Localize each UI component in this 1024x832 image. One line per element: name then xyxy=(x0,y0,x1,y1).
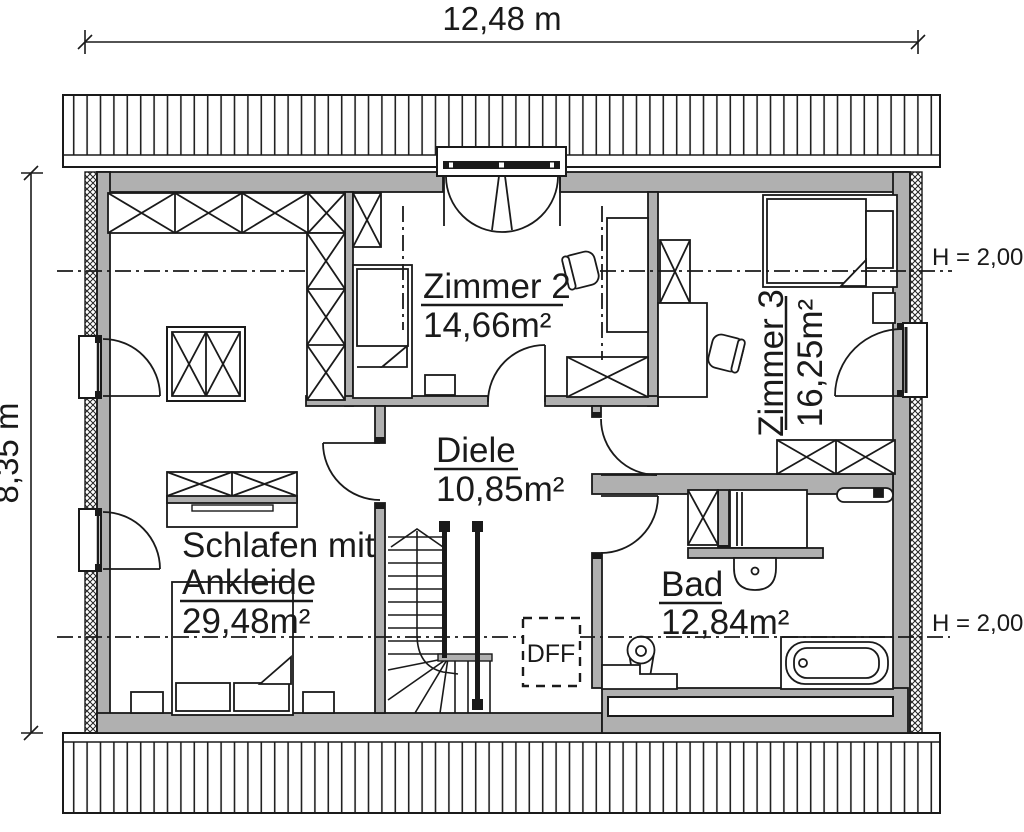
label-zimmer3: Zimmer 3 xyxy=(752,289,791,437)
label-bad: Bad xyxy=(661,565,723,604)
dimension-height-label: 8,35 m xyxy=(0,403,25,504)
dff-label: DFF xyxy=(527,640,576,668)
stairs xyxy=(387,521,493,714)
nightstand xyxy=(302,691,335,714)
wall-schlafen-zimmer2 xyxy=(344,191,354,407)
dimension-left xyxy=(21,165,43,741)
window-strip-south xyxy=(607,696,894,717)
furniture-zimmer3 xyxy=(657,194,898,475)
area-bad: 12,84m² xyxy=(661,603,789,642)
area-diele: 10,85m² xyxy=(436,470,564,509)
window-left-lower xyxy=(78,508,161,572)
bed-zimmer2 xyxy=(352,264,413,399)
height-contour-lines xyxy=(57,206,952,638)
nightstand xyxy=(424,374,456,396)
wall-top-east xyxy=(559,171,909,193)
door-zimmer2 xyxy=(487,344,546,403)
label-zimmer2: Zimmer 2 xyxy=(423,267,571,306)
half-wall xyxy=(687,547,824,559)
window-left-upper xyxy=(78,335,161,399)
wardrobe-row xyxy=(107,192,346,234)
label-schlafen-2: Ankleide xyxy=(182,563,316,602)
wall-bad-west xyxy=(591,552,603,689)
wall-zimmer2-zimmer3 xyxy=(647,191,659,407)
dormer-window xyxy=(436,146,567,233)
dimension-width-label: 12,48 m xyxy=(442,0,561,37)
area-zimmer2: 14,66m² xyxy=(423,306,551,345)
furniture-bad xyxy=(601,487,894,690)
platform xyxy=(601,664,678,690)
door-bad xyxy=(600,495,659,554)
radiator xyxy=(836,487,894,503)
wall-left-hatch xyxy=(84,171,98,734)
window-right xyxy=(834,322,928,398)
furniture-zimmer2 xyxy=(352,192,649,399)
nightstand xyxy=(872,292,896,324)
roof-window-dff: DFF xyxy=(521,616,582,688)
furniture-schlafen xyxy=(107,192,346,716)
label-schlafen-1: Schlafen mit xyxy=(182,526,375,565)
wall-bottom-west xyxy=(96,712,603,734)
height-marker-top: H = 2,00 m xyxy=(932,244,1024,271)
area-zimmer3: 16,25m² xyxy=(791,299,830,427)
nightstand xyxy=(130,691,164,714)
door-schlafen xyxy=(322,442,381,501)
door-zimmer3 xyxy=(600,418,658,476)
wall-right-hatch xyxy=(909,171,923,734)
label-diele: Diele xyxy=(436,431,516,470)
roof-band-top xyxy=(62,94,941,168)
wall-schlafen-diele xyxy=(374,502,386,714)
wall-top-west xyxy=(96,171,444,193)
wall-insulation-hatch xyxy=(84,171,923,734)
desk-zimmer2 xyxy=(606,217,649,333)
roof-band-bottom xyxy=(62,732,941,814)
wall-left xyxy=(96,171,111,734)
height-marker-bottom: H = 2,00 m xyxy=(932,610,1024,637)
wall-bad-inner xyxy=(717,489,730,551)
dimension-top xyxy=(77,30,926,54)
bathtub xyxy=(780,636,894,690)
room-labels: Zimmer 2 14,66m² Zimmer 3 16,25m² Diele … xyxy=(180,267,830,642)
area-schlafen: 29,48m² xyxy=(182,602,310,641)
desk-zimmer3 xyxy=(657,302,708,398)
